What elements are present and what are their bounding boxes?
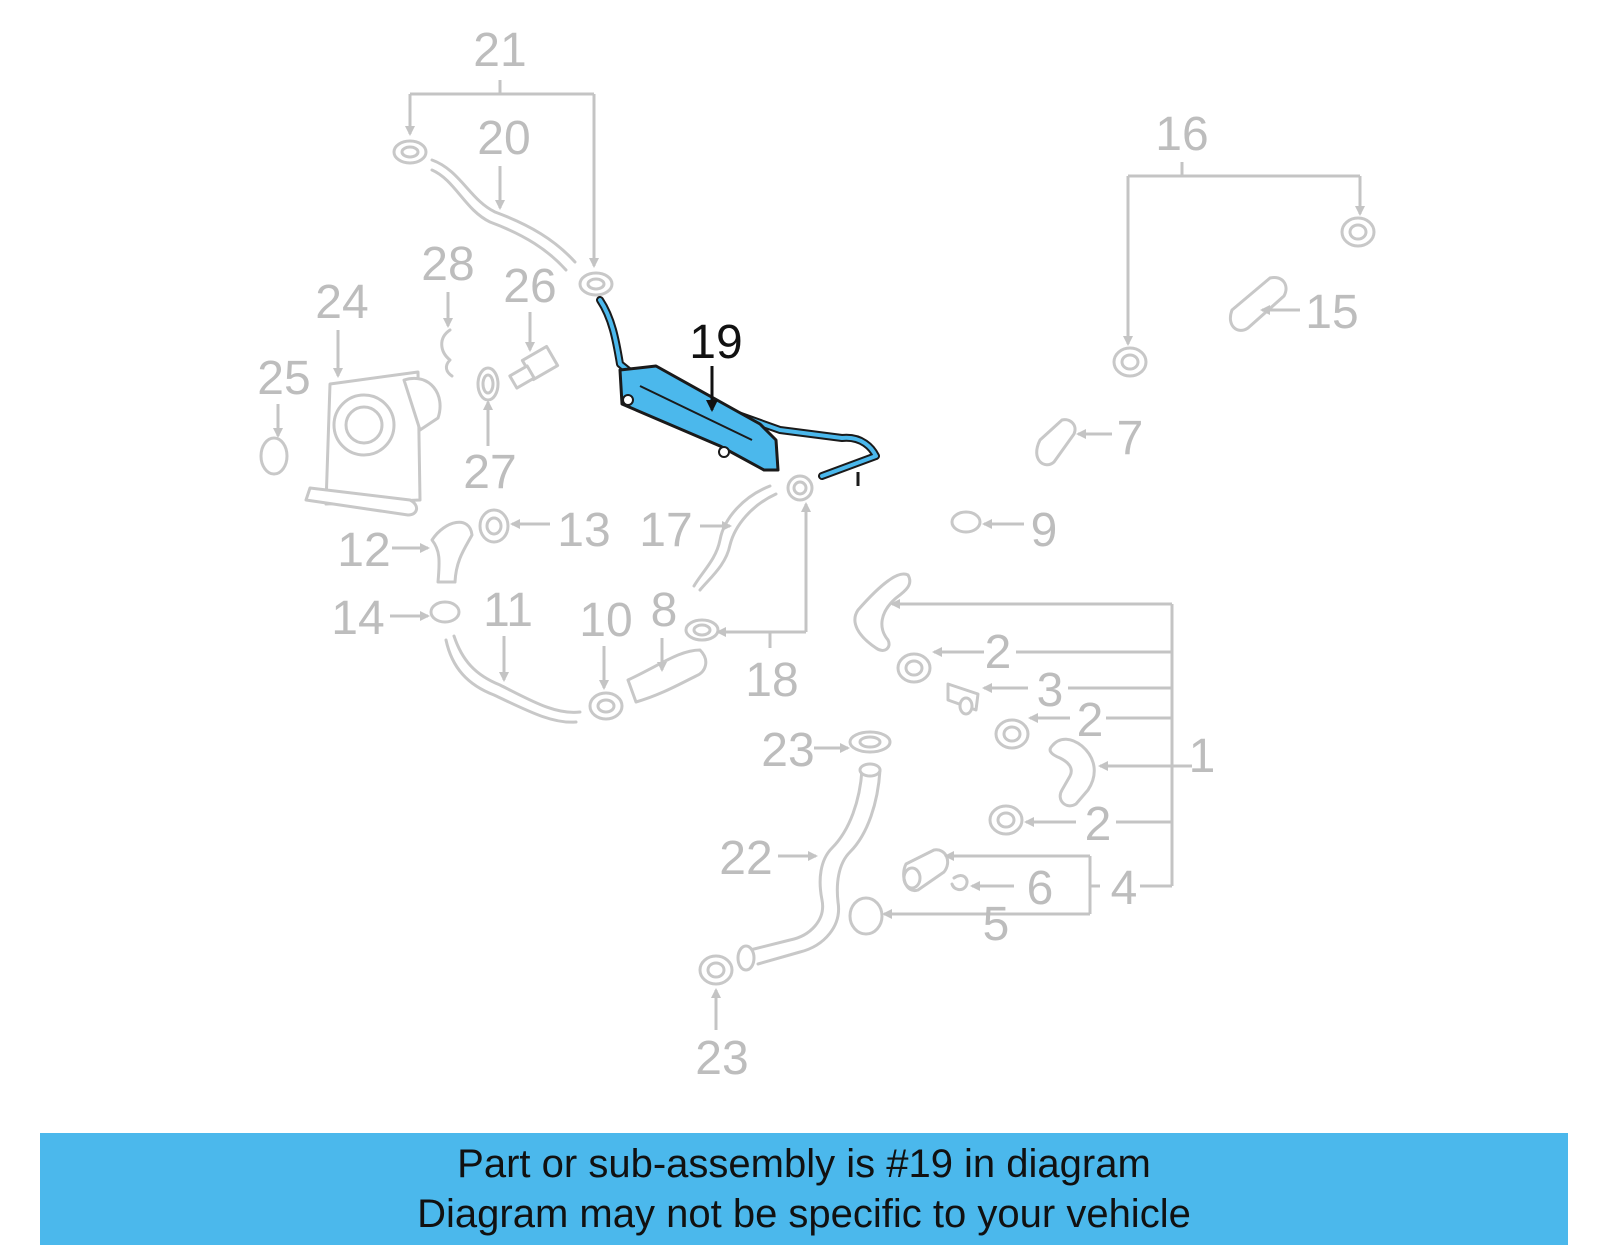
part-19-highlighted-pipe [596, 296, 880, 486]
part-26-sensor [508, 344, 560, 390]
part-2-clamp-c [988, 804, 1024, 836]
part-6-clip [950, 874, 969, 892]
callout-11: 11 [483, 584, 533, 637]
part-10-clamp [588, 691, 624, 721]
part-11-pipe [444, 634, 582, 724]
callout-9: 9 [1031, 504, 1058, 557]
part-7-fitting [1035, 418, 1077, 467]
callout-4: 4 [1111, 862, 1138, 915]
callout-14: 14 [331, 592, 384, 645]
callout-22: 22 [719, 832, 772, 885]
part-27-gasket [476, 366, 500, 402]
callout-21: 21 [473, 24, 526, 77]
part-20-hose [430, 158, 577, 272]
part-9-clamp [950, 510, 982, 534]
callout-13: 13 [557, 504, 610, 557]
callout-10: 10 [579, 594, 632, 647]
part-25-o-ring [259, 436, 289, 476]
part-5-o-ring [848, 896, 884, 936]
part-22-pipe [736, 762, 882, 972]
callout-17: 17 [639, 504, 692, 557]
callout-26: 26 [503, 260, 556, 313]
banner-part-line: Part or sub-assembly is #19 in diagram [457, 1142, 1151, 1186]
callout-7: 7 [1117, 412, 1144, 465]
part-8-hose [626, 648, 708, 704]
callout-2-bottom: 2 [1085, 798, 1112, 851]
leader-lines [273, 80, 1365, 1030]
callout-18: 18 [745, 654, 798, 707]
part-16-clamp-bottom [1112, 346, 1148, 378]
callout-labels: 21 20 28 26 24 25 27 12 13 14 11 10 8 17… [257, 24, 1358, 1085]
callout-3: 3 [1037, 664, 1064, 717]
part-21-clamp-right [578, 271, 614, 297]
part-18-clamp-lower [684, 618, 720, 642]
part-14-clamp [429, 600, 461, 624]
callout-28: 28 [421, 238, 474, 291]
callout-2-top: 2 [985, 626, 1012, 679]
callout-23-upper: 23 [761, 724, 814, 777]
part-3-fitting [946, 682, 980, 716]
part-17-hose [692, 484, 778, 592]
callout-19-highlighted: 19 [689, 316, 742, 369]
callout-5: 5 [983, 898, 1010, 951]
part-12-hose [430, 520, 474, 584]
callout-6: 6 [1027, 862, 1054, 915]
part-13-clamp [478, 508, 510, 544]
callout-16: 16 [1155, 108, 1208, 161]
info-banner: Part or sub-assembly is #19 in diagram D… [40, 1133, 1568, 1245]
callout-2-middle: 2 [1077, 694, 1104, 747]
callout-23-lower: 23 [695, 1032, 748, 1085]
callout-8: 8 [651, 584, 678, 637]
callout-15: 15 [1305, 286, 1358, 339]
part-2-clamp-b [994, 718, 1030, 750]
part-1-upper-hose [853, 572, 912, 652]
part-16-clamp-top [1340, 216, 1376, 248]
part-28-clip [440, 328, 454, 378]
callout-25: 25 [257, 352, 310, 405]
part-23-clamp-lower [698, 954, 734, 986]
part-18-clamp-upper [786, 474, 814, 502]
callout-1: 1 [1189, 730, 1216, 783]
callout-20: 20 [477, 112, 530, 165]
callout-12: 12 [337, 524, 390, 577]
banner-disclaimer-line: Diagram may not be specific to your vehi… [417, 1192, 1191, 1236]
part-2-clamp-a [896, 652, 932, 684]
callout-24: 24 [315, 276, 368, 329]
callout-27: 27 [463, 446, 516, 499]
part-24-water-outlet [304, 370, 442, 517]
part-15-hose [1229, 275, 1288, 332]
part-4-housing [902, 848, 950, 893]
part-1-lower-hose [1048, 737, 1096, 808]
part-23-clamp-upper [848, 730, 892, 754]
part-21-clamp-left [392, 139, 428, 165]
